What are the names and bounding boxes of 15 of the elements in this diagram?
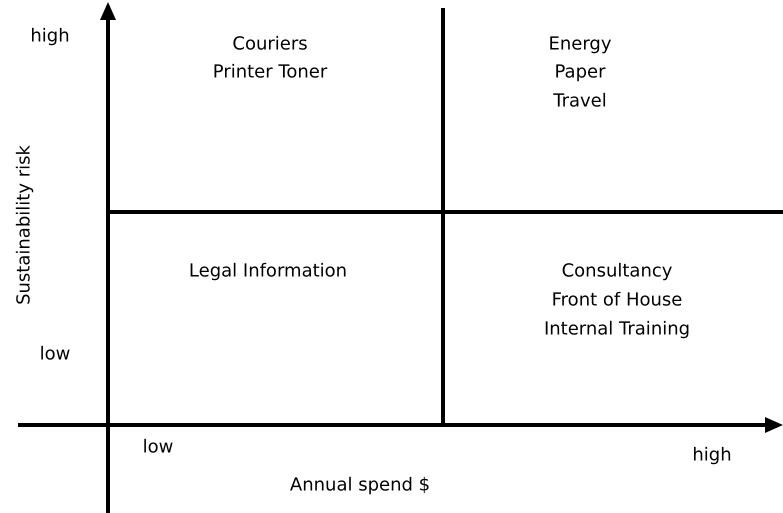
axis-title: Annual spend $ bbox=[290, 476, 430, 496]
quadrant-item: Front of House bbox=[552, 290, 682, 312]
quadrant-item: Consultancy bbox=[562, 262, 672, 282]
axis-title: Sustainability risk bbox=[14, 145, 36, 305]
axis-label: high bbox=[30, 26, 70, 48]
axis-label: low bbox=[40, 344, 70, 366]
quadrant-item: Legal Information bbox=[188, 262, 348, 282]
quadrant-item: Printer Toner bbox=[212, 62, 328, 84]
axis-label: high bbox=[692, 446, 732, 466]
axis-label: low bbox=[142, 438, 174, 458]
quadrant-item: Paper bbox=[554, 62, 606, 84]
quadrant-item: Energy bbox=[548, 34, 612, 56]
quadrant-item: Couriers bbox=[232, 34, 308, 56]
quadrant-item: Internal Training bbox=[544, 320, 690, 340]
quadrant-item: Travel bbox=[553, 92, 607, 112]
